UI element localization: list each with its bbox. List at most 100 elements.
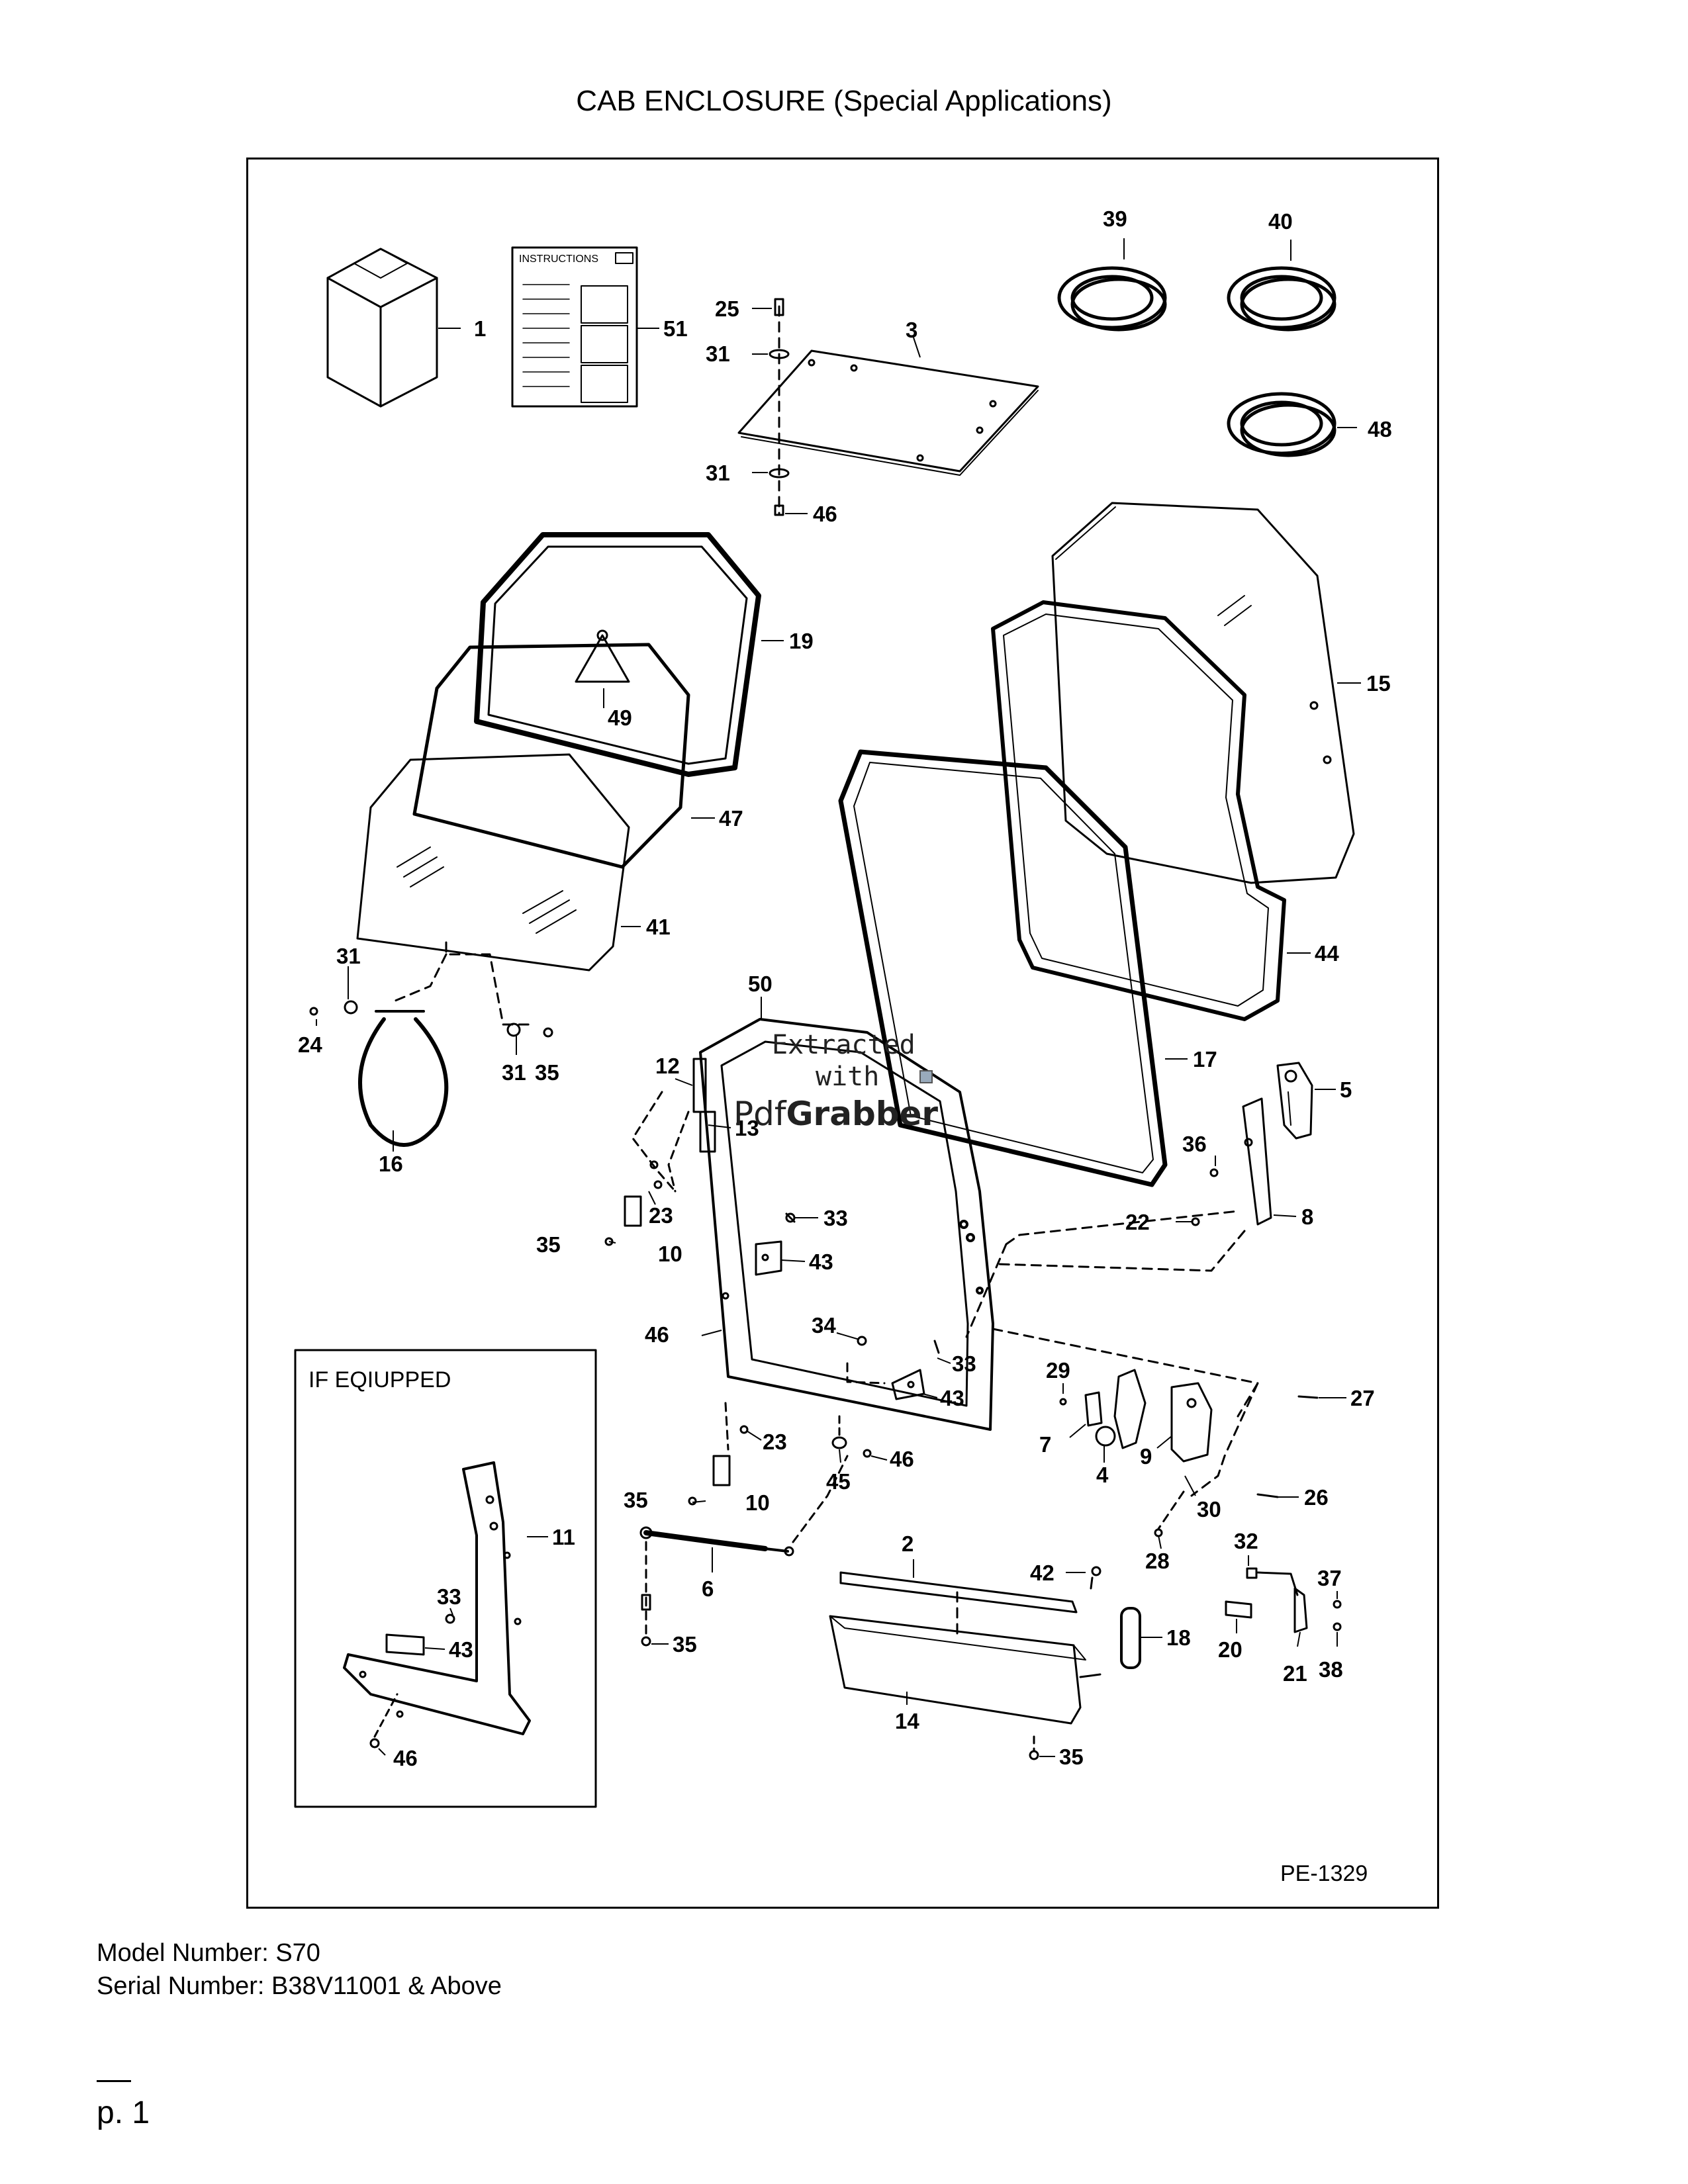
part-bracket-lower bbox=[846, 1336, 940, 1400]
watermark: Extracted with PdfGrabber bbox=[733, 1030, 938, 1133]
part-gas-spring bbox=[639, 1455, 849, 1647]
part-seal-coils bbox=[1057, 266, 1336, 457]
part-handle bbox=[1120, 1607, 1141, 1669]
callout-43: 43 bbox=[940, 1386, 964, 1410]
serial-number: Serial Number: B38V11001 & Above bbox=[97, 1972, 502, 2000]
callout-43: 43 bbox=[449, 1637, 473, 1662]
part-box bbox=[326, 248, 438, 408]
part-fasteners-left bbox=[309, 1000, 553, 1038]
callout-50: 50 bbox=[748, 972, 773, 996]
page-title: CAB ENCLOSURE (Special Applications) bbox=[576, 85, 1112, 117]
callout-20: 20 bbox=[1218, 1637, 1243, 1662]
part-plate-8 bbox=[965, 1097, 1272, 1338]
callout-42: 42 bbox=[1030, 1561, 1055, 1585]
callout-51: 51 bbox=[663, 316, 688, 341]
callout-35: 35 bbox=[536, 1232, 561, 1257]
callout-32: 32 bbox=[1234, 1529, 1258, 1553]
callout-37: 37 bbox=[1317, 1566, 1342, 1590]
inset-frame bbox=[294, 1349, 597, 1808]
callout-23: 23 bbox=[763, 1430, 787, 1454]
callout-18: 18 bbox=[1166, 1625, 1191, 1650]
part-window-seal bbox=[474, 532, 761, 777]
callout-5: 5 bbox=[1340, 1077, 1352, 1102]
callout-15: 15 bbox=[1366, 671, 1391, 696]
callout-26: 26 bbox=[1304, 1485, 1329, 1510]
callout-33: 33 bbox=[952, 1351, 976, 1376]
part-rear-window bbox=[1051, 502, 1355, 884]
callout-44: 44 bbox=[1315, 941, 1339, 966]
callout-46: 46 bbox=[645, 1322, 669, 1347]
callout-47: 47 bbox=[719, 806, 743, 831]
page-number: p. 1 bbox=[97, 2095, 150, 2130]
part-front-window bbox=[356, 753, 630, 1026]
callout-36: 36 bbox=[1182, 1132, 1207, 1156]
callout-4: 4 bbox=[1096, 1463, 1109, 1487]
part-latch-hardware bbox=[1225, 1567, 1342, 1633]
callout-49: 49 bbox=[608, 705, 632, 730]
callout-2: 2 bbox=[902, 1531, 914, 1556]
part-latch-right bbox=[1276, 1062, 1313, 1140]
callout-6: 6 bbox=[702, 1576, 714, 1601]
callout-40: 40 bbox=[1268, 209, 1293, 234]
part-instructions bbox=[511, 246, 638, 408]
callout-1: 1 bbox=[474, 316, 486, 341]
callout-31: 31 bbox=[336, 944, 361, 968]
callout-23: 23 bbox=[649, 1203, 673, 1228]
callout-7: 7 bbox=[1039, 1432, 1051, 1457]
part-rods bbox=[1154, 1395, 1319, 1537]
part-plate bbox=[737, 298, 1039, 516]
part-latch-lower bbox=[688, 1402, 749, 1506]
callout-25: 25 bbox=[715, 296, 739, 321]
callout-43: 43 bbox=[809, 1250, 833, 1274]
callout-11: 11 bbox=[552, 1525, 575, 1549]
callout-14: 14 bbox=[895, 1709, 919, 1733]
svg-text:PdfGrabber: PdfGrabber bbox=[733, 1095, 938, 1133]
callout-28: 28 bbox=[1145, 1549, 1170, 1573]
model-number: Model Number: S70 bbox=[97, 1939, 320, 1967]
part-strap bbox=[358, 1010, 449, 1147]
callout-48: 48 bbox=[1368, 417, 1392, 441]
diagram-frame bbox=[246, 158, 1439, 1909]
callout-17: 17 bbox=[1193, 1047, 1217, 1071]
callout-31: 31 bbox=[502, 1060, 526, 1085]
inset-bracket bbox=[343, 1461, 531, 1749]
callout-27: 27 bbox=[1350, 1386, 1375, 1410]
callout-12: 12 bbox=[655, 1054, 680, 1078]
part-rear-seal bbox=[991, 600, 1286, 1021]
callout-8: 8 bbox=[1301, 1205, 1313, 1229]
callout-45: 45 bbox=[826, 1469, 851, 1494]
part-tray bbox=[829, 1615, 1102, 1760]
callout-22: 22 bbox=[1125, 1210, 1150, 1234]
part-bolt-46 bbox=[722, 1292, 729, 1300]
callout-10: 10 bbox=[658, 1242, 682, 1266]
callout-29: 29 bbox=[1046, 1358, 1070, 1383]
instructions-label: INSTRUCTIONS bbox=[519, 253, 598, 265]
callout-35: 35 bbox=[535, 1060, 559, 1085]
callout-31: 31 bbox=[706, 461, 730, 485]
part-gasket bbox=[412, 643, 690, 869]
callout-46: 46 bbox=[813, 502, 837, 526]
callout-13: 13 bbox=[735, 1116, 759, 1140]
callout-19: 19 bbox=[789, 629, 814, 653]
part-hinge-left bbox=[632, 1058, 716, 1193]
svg-text:with: with bbox=[816, 1062, 879, 1092]
callout-38: 38 bbox=[1319, 1657, 1343, 1682]
callout-46: 46 bbox=[890, 1447, 914, 1471]
callout-39: 39 bbox=[1103, 206, 1127, 231]
part-latch-assembly bbox=[992, 1328, 1259, 1497]
part-door-frame bbox=[699, 1018, 994, 1431]
callout-41: 41 bbox=[646, 915, 671, 939]
callout-30: 30 bbox=[1197, 1497, 1221, 1522]
callout-33: 33 bbox=[437, 1584, 461, 1609]
part-washer bbox=[831, 1415, 872, 1458]
callout-9: 9 bbox=[1140, 1444, 1152, 1469]
callout-3: 3 bbox=[906, 318, 917, 342]
callout-34: 34 bbox=[812, 1313, 836, 1338]
callout-21: 21 bbox=[1283, 1661, 1307, 1686]
callout-35: 35 bbox=[624, 1488, 648, 1512]
footer-divider bbox=[97, 2080, 131, 2082]
inset-title: IF EQIUPPED bbox=[308, 1367, 451, 1392]
callout-16: 16 bbox=[379, 1152, 403, 1176]
callout-46: 46 bbox=[393, 1746, 418, 1770]
